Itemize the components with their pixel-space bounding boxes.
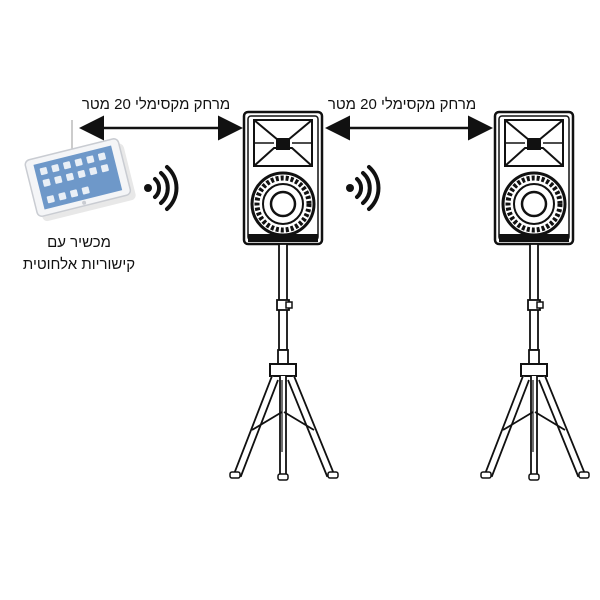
device-caption: מכשיר עם קישוריות אלחוטית	[8, 232, 150, 276]
speaker-icon	[230, 112, 338, 480]
tablet-icon	[24, 138, 136, 222]
distance-label-right: מרחק מקסימלי 20 מטר	[327, 96, 477, 113]
speaker-icon	[481, 112, 589, 480]
device-caption-line2: קישוריות אלחוטית	[22, 256, 136, 273]
wireless-signal-icon	[142, 165, 179, 211]
wireless-signal-icon	[344, 165, 381, 211]
distance-label-left: מרחק מקסימלי 20 מטר	[81, 96, 231, 113]
device-caption-line1: מכשיר עם	[47, 234, 111, 251]
